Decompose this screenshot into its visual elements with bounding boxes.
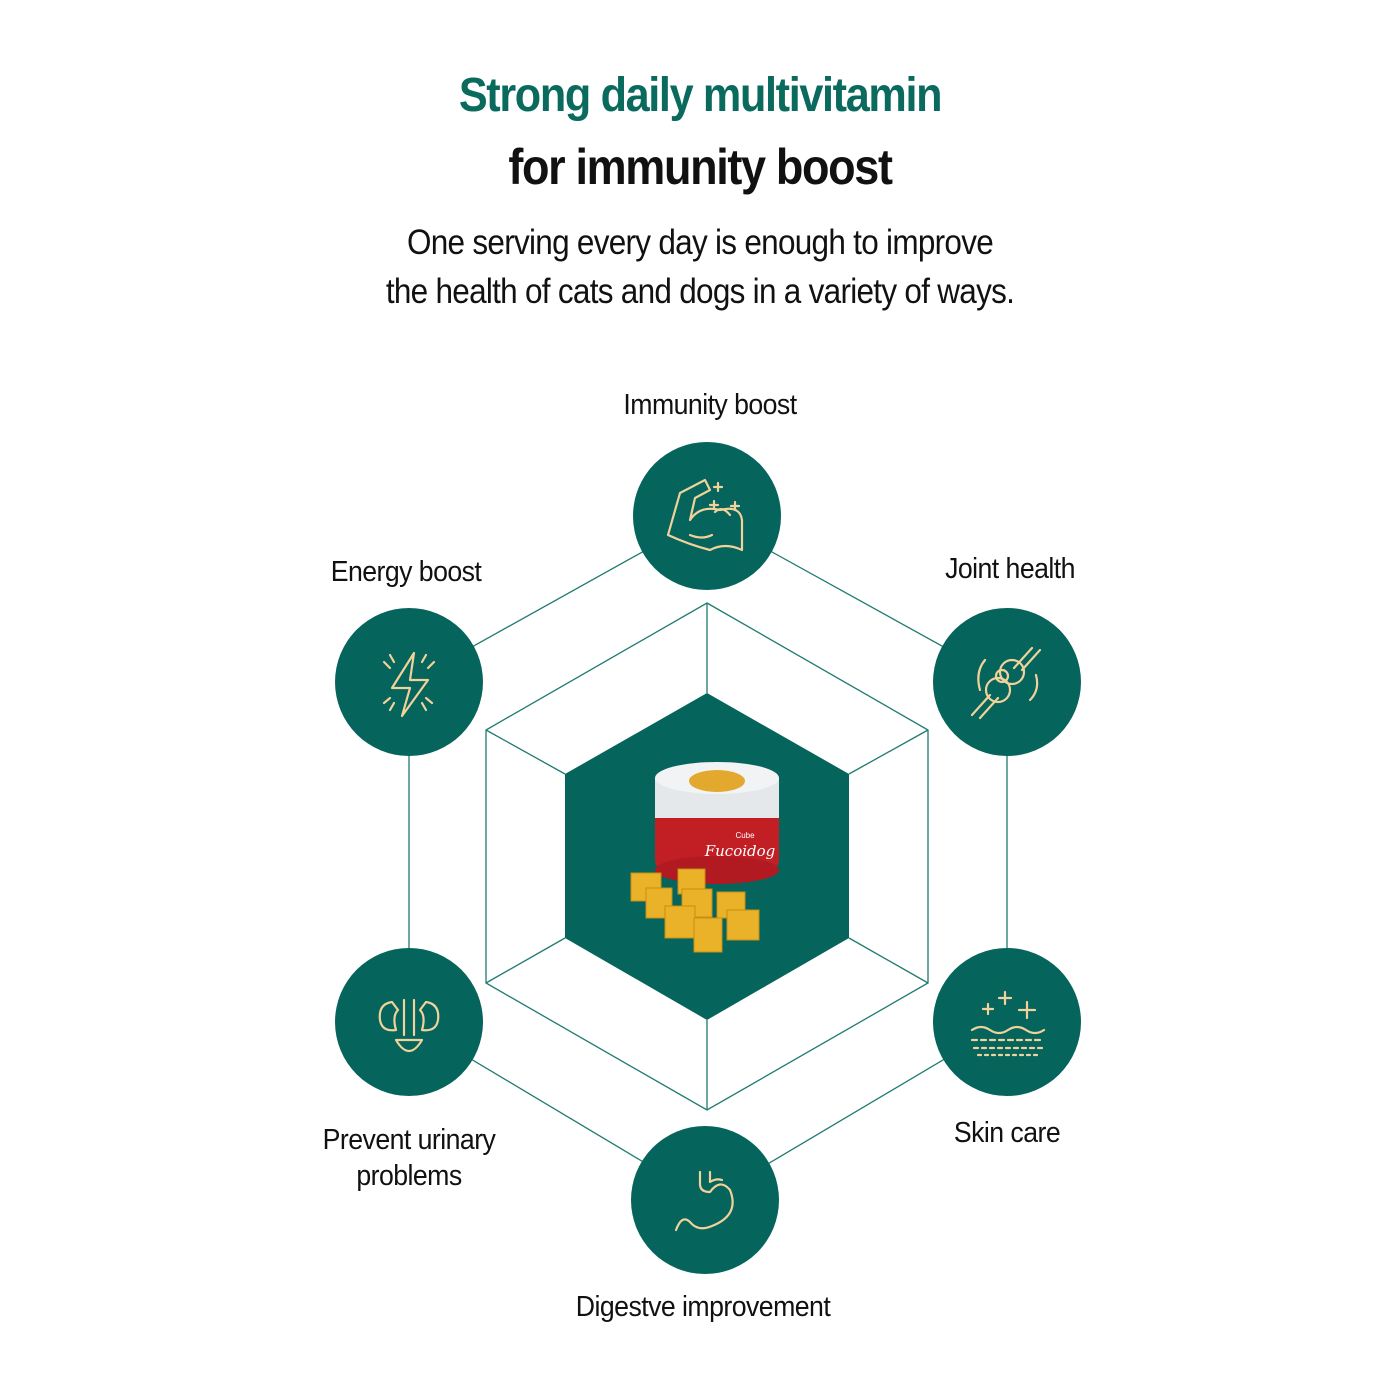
- benefit-circle-skin: [933, 948, 1081, 1096]
- benefit-label-immunity: Immunity boost: [623, 389, 797, 421]
- description: One serving every day is enough to impro…: [70, 218, 1330, 316]
- product-image: Fucoidog Cube: [630, 762, 779, 953]
- flexed-arm-icon: [666, 478, 744, 552]
- headline-secondary: for immunity boost: [508, 139, 893, 195]
- headline: Strong daily multivitamin: [458, 69, 943, 122]
- product-brand: Fucoidog: [704, 842, 776, 860]
- product-variant: Cube: [735, 831, 755, 840]
- joint-icon: [970, 646, 1042, 720]
- lightning-icon: [382, 651, 436, 718]
- spokes: [485, 603, 929, 1110]
- benefit-label-skin: Skin care: [953, 1117, 1061, 1149]
- kidney-icon: [378, 998, 440, 1053]
- benefit-circle-urinary: [335, 948, 483, 1096]
- benefit-label-joint: Joint health: [945, 553, 1075, 585]
- description-line: One serving every day is enough to impro…: [406, 223, 994, 262]
- stomach-icon: [674, 1170, 734, 1232]
- benefit-circle-energy: [335, 608, 483, 756]
- label-line: problems: [356, 1160, 462, 1192]
- benefit-label-digestion: Digestve improvement: [575, 1291, 831, 1323]
- benefit-label-urinary: Prevent urinary problems: [323, 1122, 496, 1194]
- skin-icon: [970, 990, 1046, 1057]
- label-line: Prevent urinary: [322, 1124, 496, 1156]
- benefit-label-energy: Energy boost: [330, 556, 482, 588]
- benefit-circle-immunity: [633, 442, 781, 590]
- benefit-circle-digestion: [631, 1126, 779, 1274]
- description-line: the health of cats and dogs in a variety…: [385, 272, 1015, 311]
